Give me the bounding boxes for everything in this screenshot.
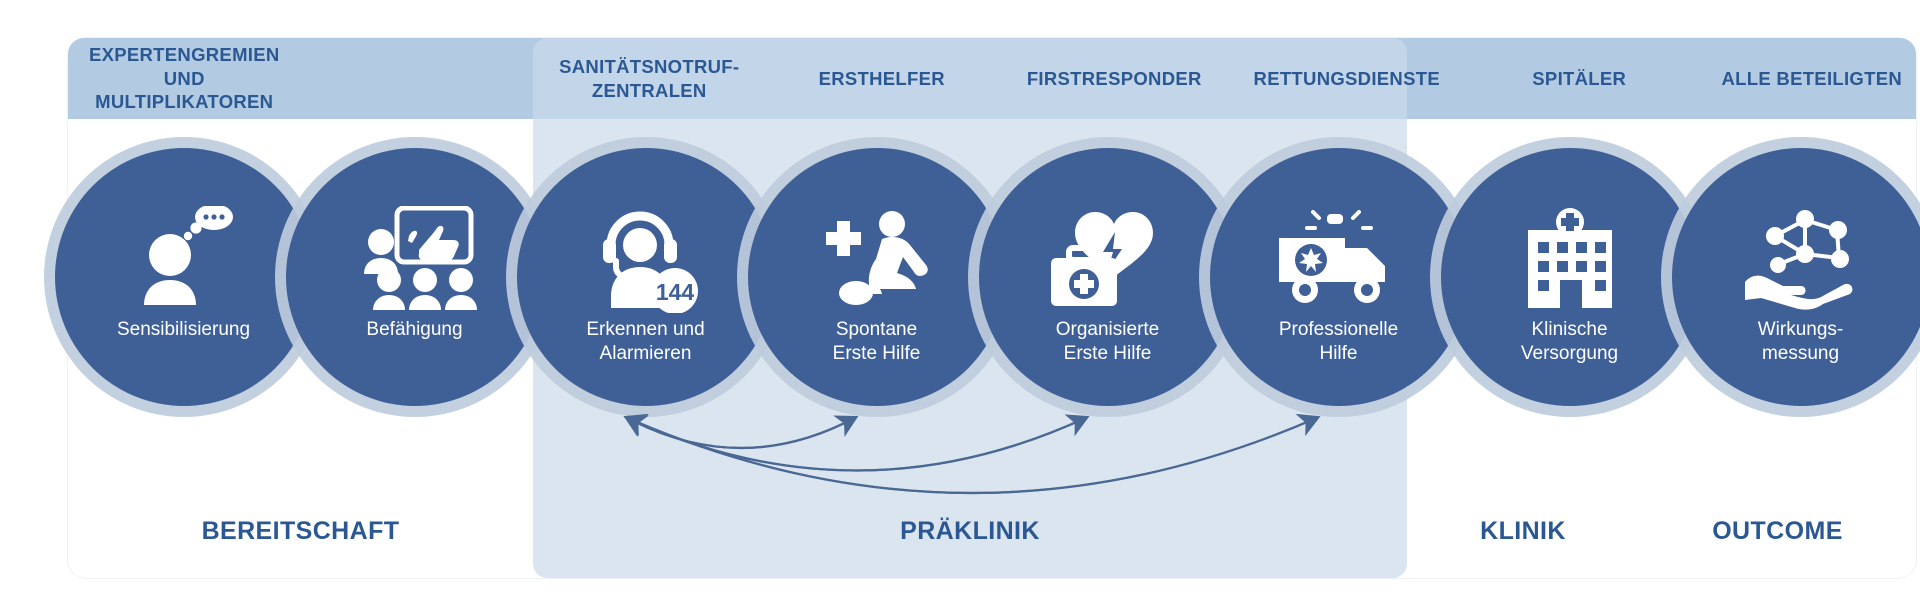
header-band-preklinik [533,38,1407,119]
phase-label-row: BEREITSCHAFT PRÄKLINIK KLINIK OUTCOME [68,500,1916,562]
step-label-line1: Klinische [1531,319,1608,340]
step-label-line2: messung [1761,343,1840,365]
header-col-ersthelfer: ERSTHELFER [766,67,999,91]
training-board-icon [353,192,477,324]
step-circle-klinische-versorgung[interactable]: Klinische Versorgung [1440,148,1699,406]
step-label: Befähigung [354,318,474,342]
header-col-firstresponder: FIRSTRESPONDER [998,67,1231,91]
step-label: Wirkungs- messung [1746,318,1856,367]
step-label-line2: Hilfe [1319,343,1358,365]
step-label: Spontane Erste Hilfe [821,318,933,367]
headset-operator-144-icon: 144 [591,192,701,324]
step-slot-professionelle-hilfe: Professionelle Hilfe [1209,148,1468,418]
step-circle-wirkungsmessung[interactable]: Wirkungs- messung [1671,148,1920,406]
step-label-line1: Befähigung [366,319,463,340]
header-label-row: EXPERTENGREMIEN UND MULTIPLIKATOREN SANI… [68,38,1916,119]
step-label-line2: Alarmieren [599,343,692,365]
person-thinking-icon [128,192,240,324]
aed-firstaid-kit-icon [1043,192,1173,324]
header-col-spitaeler: SPITÄLER [1463,67,1696,91]
header-col-line1: SPITÄLER [1532,67,1627,89]
step-slot-erkennen-alarmieren: 144 Erkennen und Alarmieren [516,148,775,418]
step-label-line1: Wirkungs- [1757,319,1844,340]
step-circle-erkennen-alarmieren[interactable]: 144 Erkennen und Alarmieren [516,148,775,406]
step-slot-organisierte-erste-hilfe: Organisierte Erste Hilfe [978,148,1237,418]
phase-bereitschaft: BEREITSCHAFT [201,516,400,545]
phase-klinik: KLINIK [1480,516,1566,545]
step-label-line2: Versorgung [1520,343,1619,365]
step-circle-professionelle-hilfe[interactable]: Professionelle Hilfe [1209,148,1468,406]
header-col-line2: ZENTRALEN [591,79,707,101]
step-label-line1: Spontane [835,319,918,340]
header-col-sanitaetsnotrufzentralen: SANITÄTSNOTRUF- ZENTRALEN [533,55,766,102]
step-circle-befaehigung[interactable]: Befähigung [285,148,544,406]
step-circle-row: Sensibilisierung [54,148,1920,418]
step-label-line1: Organisierte [1055,319,1160,340]
header-col-line2: UND MULTIPLIKATOREN [95,67,274,113]
header-col-expertengremien: EXPERTENGREMIEN UND MULTIPLIKATOREN [68,43,301,114]
header-col-line1: FIRSTRESPONDER [1026,67,1202,89]
header-col-line1: RETTUNGSDIENSTE [1253,67,1440,89]
step-slot-spontane-erste-hilfe: Spontane Erste Hilfe [747,148,1006,418]
step-circle-organisierte-erste-hilfe[interactable]: Organisierte Erste Hilfe [978,148,1237,406]
header-col-line1: ALLE BETEILIGTEN [1721,67,1903,89]
step-slot-wirkungsmessung: Wirkungs- messung [1671,148,1920,418]
phase-outcome: OUTCOME [1712,516,1843,545]
step-slot-befaehigung: Befähigung [285,148,544,418]
header-col-alle-beteiligten: ALLE BETEILIGTEN [1696,67,1920,91]
hospital-icon [1518,192,1622,324]
phase-preklinik: PRÄKLINIK [900,516,1040,545]
step-circle-sensibilisierung[interactable]: Sensibilisierung [54,148,313,406]
step-label-line1: Sensibilisierung [116,319,251,340]
header-col-line1: SANITÄTSNOTRUF- [559,55,740,77]
header-col-rettungsdienste: RETTUNGSDIENSTE [1231,67,1464,91]
step-label-line2: Erste Hilfe [832,343,921,365]
header-col-line1: EXPERTENGREMIEN [88,43,280,65]
step-label: Sensibilisierung [105,318,262,342]
step-slot-sensibilisierung: Sensibilisierung [54,148,313,418]
step-label: Organisierte Erste Hilfe [1044,318,1172,367]
ambulance-icon [1269,192,1409,324]
step-slot-klinische-versorgung: Klinische Versorgung [1440,148,1699,418]
step-circle-spontane-erste-hilfe[interactable]: Spontane Erste Hilfe [747,148,1006,406]
step-label-line1: Erkennen und [586,319,705,340]
badge-144: 144 [655,279,694,305]
step-label: Klinische Versorgung [1509,318,1630,367]
cpr-resuscitation-icon [812,192,942,324]
network-hand-icon [1739,192,1863,324]
step-label-line2: Erste Hilfe [1063,343,1152,365]
step-label: Erkennen und Alarmieren [574,318,716,367]
step-label: Professionelle Hilfe [1267,318,1410,367]
header-col-line1: ERSTHELFER [818,67,945,89]
step-label-line1: Professionelle [1278,319,1399,340]
